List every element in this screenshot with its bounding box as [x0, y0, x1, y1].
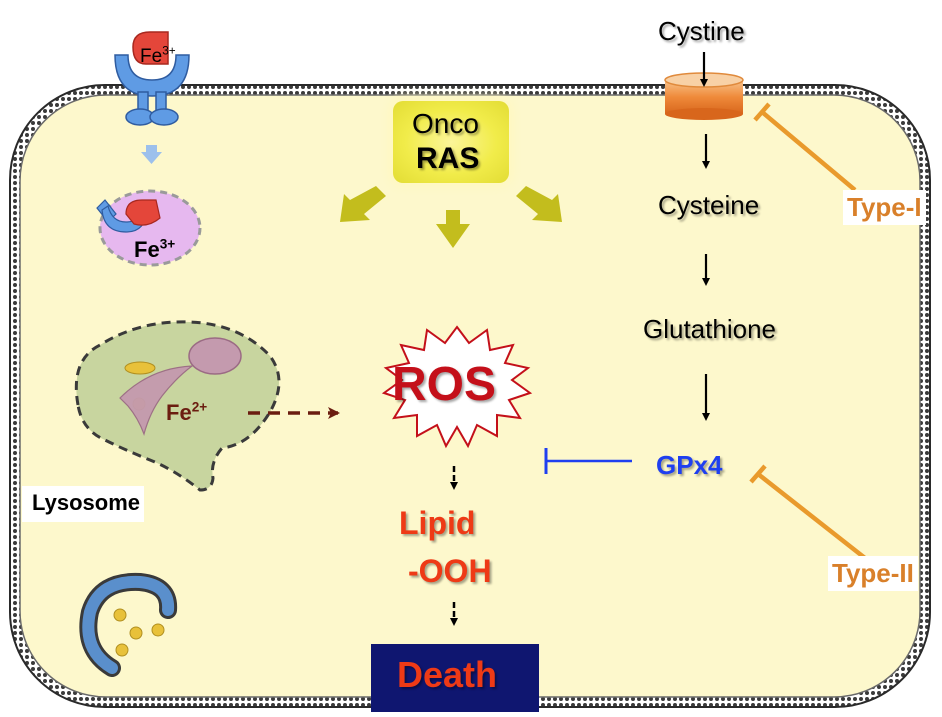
endosome-icon — [96, 189, 202, 267]
type2-inhibitor — [749, 464, 872, 564]
ros-label: ROS — [392, 358, 497, 411]
onco-ras-box — [393, 101, 509, 183]
transferrin-receptor-icon — [114, 31, 190, 126]
endocytosis-arrow — [141, 145, 162, 164]
lysosome-icon — [74, 320, 281, 492]
glutathione-label: Glutathione — [643, 314, 776, 344]
ras-arrow-right — [516, 186, 562, 222]
ras-arrow-center — [436, 210, 470, 248]
type1-label: Type-I — [843, 190, 926, 225]
cysteine-label: Cysteine — [658, 190, 760, 220]
death-box — [371, 644, 539, 712]
type2-label: Type-II — [828, 556, 918, 591]
fe2-label: Fe2+ — [166, 399, 208, 425]
onco-label: Onco — [412, 108, 479, 139]
ras-label: RAS — [416, 142, 480, 175]
ros-starburst — [381, 325, 533, 449]
lysosome-label: Lysosome — [22, 486, 145, 522]
ooh-label: -OOH — [408, 553, 492, 589]
death-label: Death — [397, 654, 498, 695]
cystine-label: Cystine — [658, 16, 745, 46]
lipid-label: Lipid — [399, 505, 476, 541]
type1-inhibitor — [753, 102, 857, 192]
fe3-endosome-label: Fe3+ — [134, 236, 176, 262]
gpx4-inhibits-ros — [544, 448, 632, 474]
fe3-receptor-label: Fe3+ — [140, 44, 176, 67]
vesicle-icon — [79, 572, 178, 677]
gpx4-label: GPx4 — [656, 450, 723, 480]
ras-arrow-left — [340, 186, 386, 222]
